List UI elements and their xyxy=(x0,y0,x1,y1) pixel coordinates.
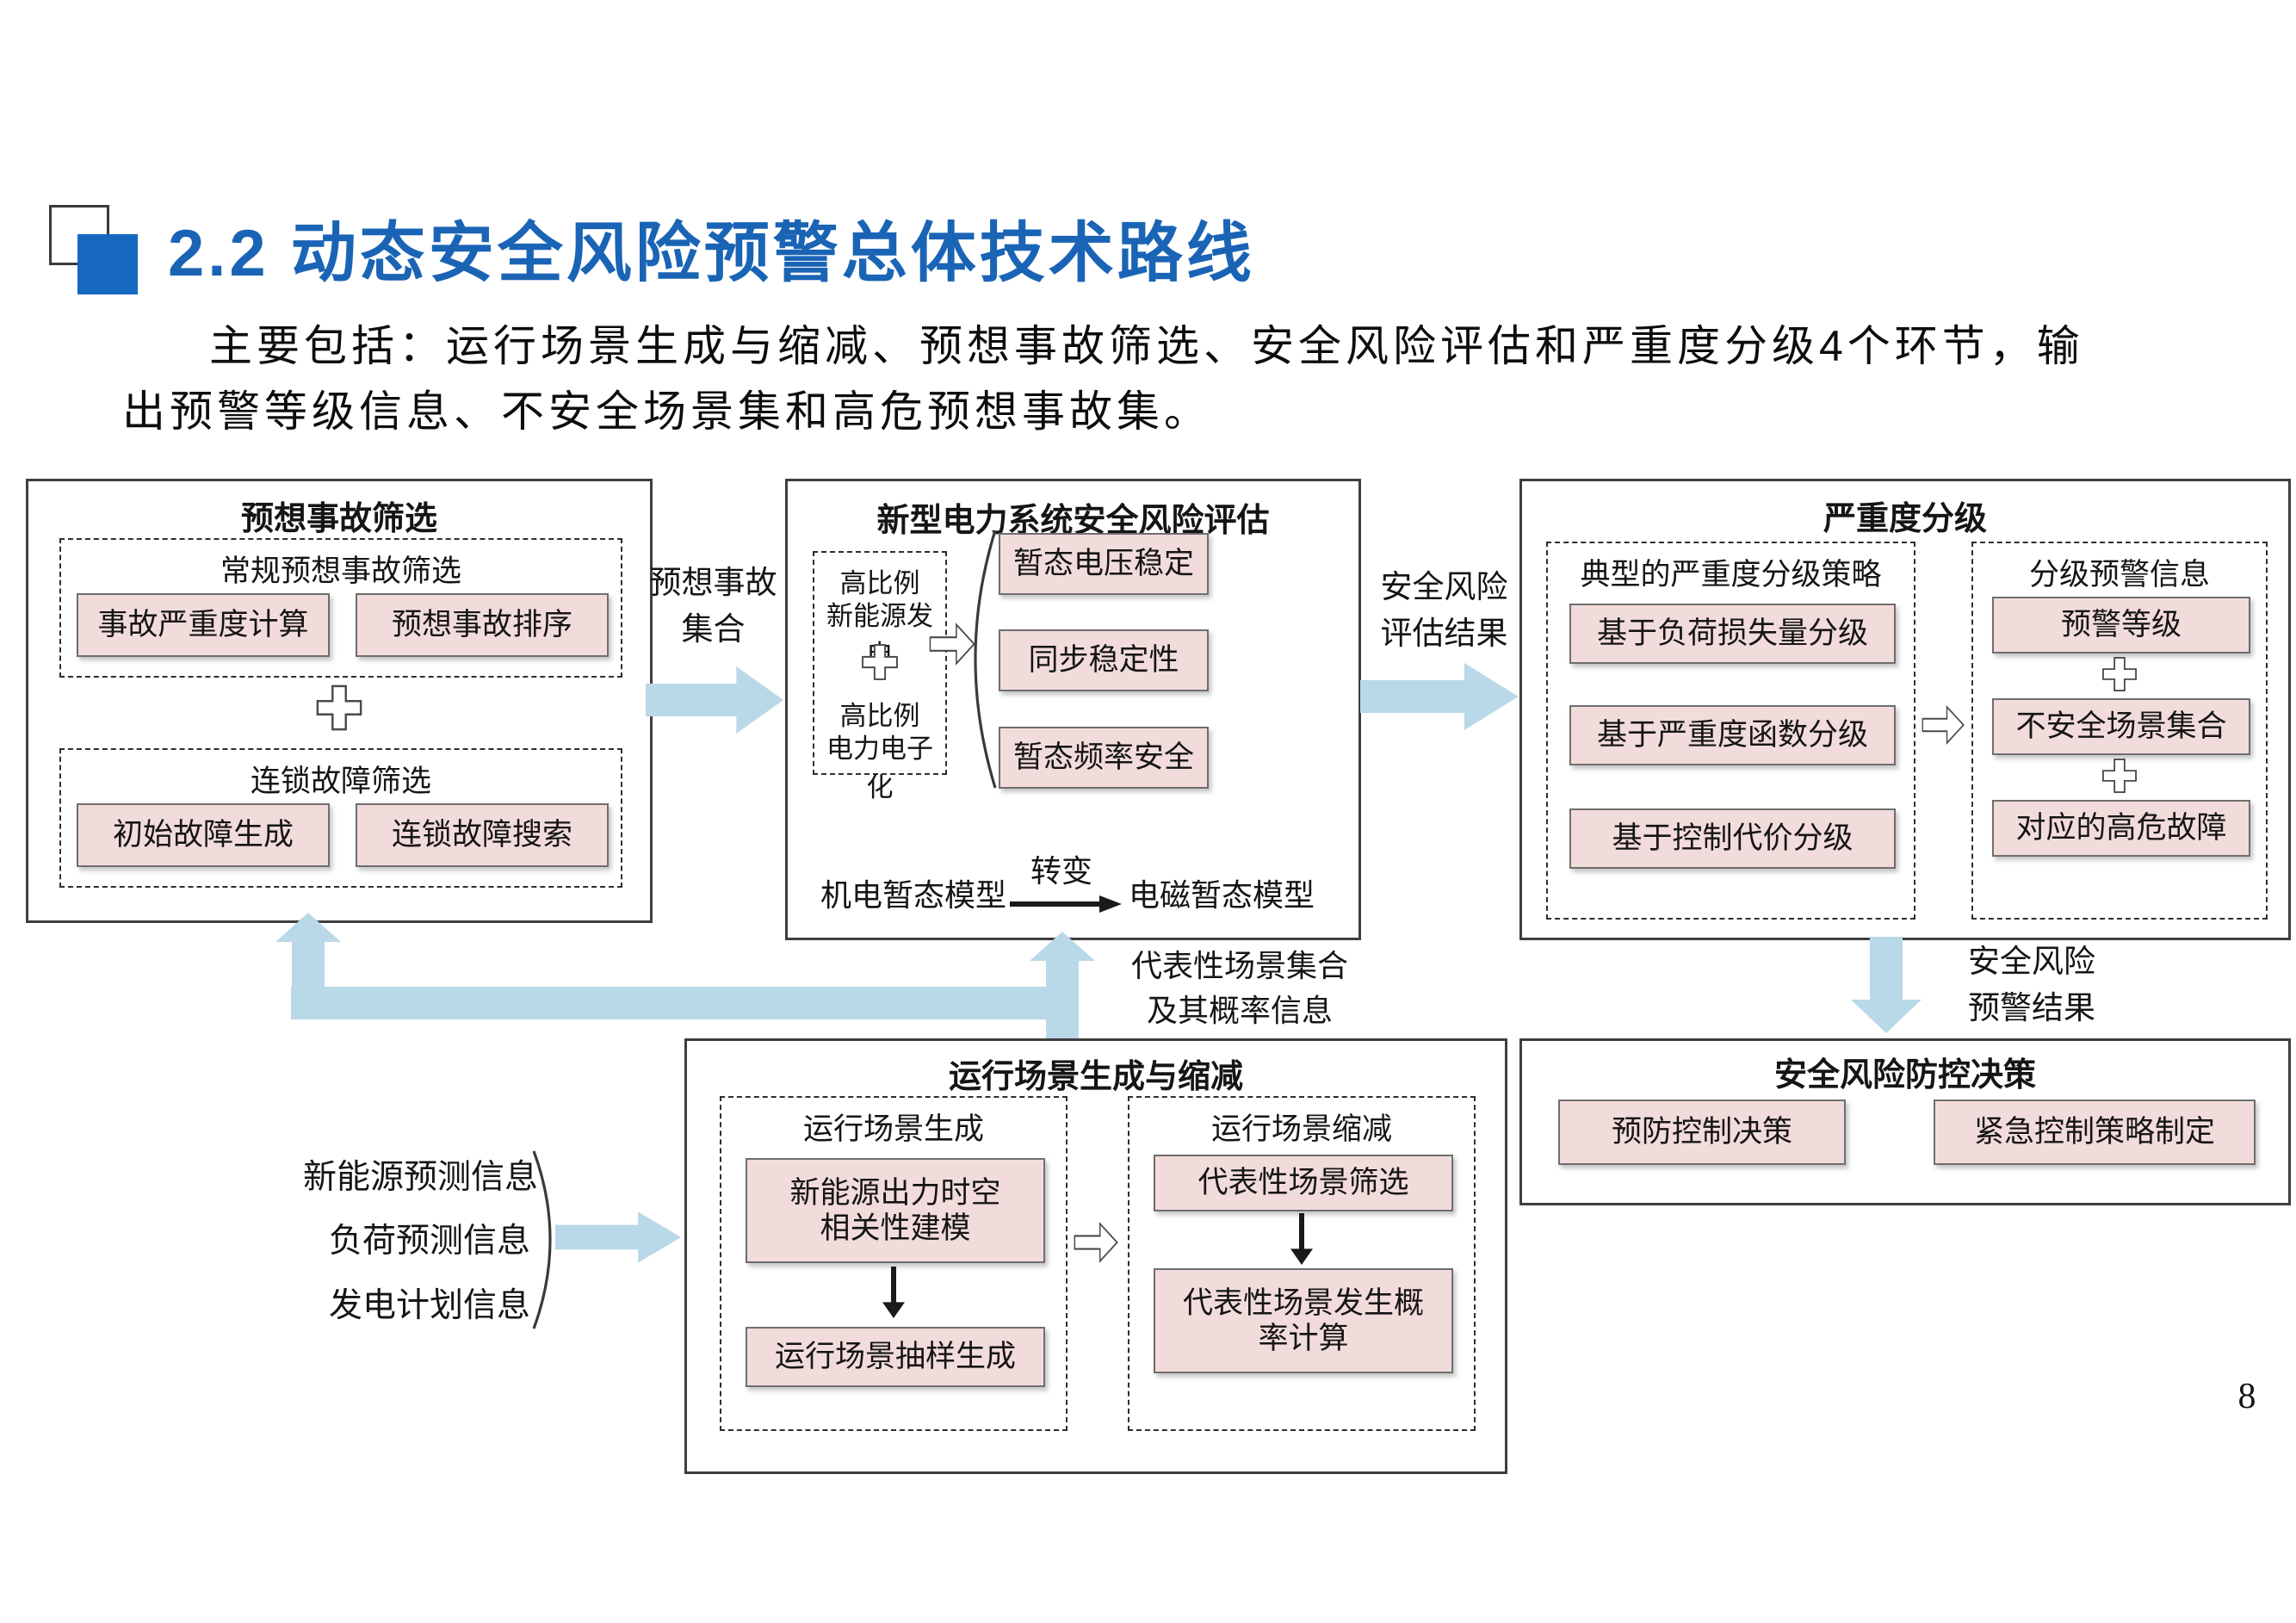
scenario-reduction-group: 运行场景缩减 代表性场景筛选 代表性场景发生概 率计算 xyxy=(1128,1096,1476,1431)
label-line: 预警结果 xyxy=(1968,989,2095,1025)
university-logo: 1901 山东大学 SHANDONG UNIVERSITY xyxy=(1881,189,2286,314)
item-transient-frequency-security: 暂态频率安全 xyxy=(999,727,1209,789)
plus-icon xyxy=(2102,759,2137,793)
item-line: 新能源出力时空 xyxy=(789,1175,1001,1210)
slide-subtitle-line2: 出预警等级信息、不安全场景集和高危预想事故集。 xyxy=(122,387,1211,436)
cascading-screening-group: 连锁故障筛选 初始故障生成 连锁故障搜索 xyxy=(59,748,622,888)
down-arrow-icon xyxy=(1290,1213,1313,1265)
label-line: 评估结果 xyxy=(1380,615,1508,651)
item-transient-voltage-stability: 暂态电压稳定 xyxy=(999,533,1209,595)
conventional-screening-group: 常规预想事故筛选 事故严重度计算 预想事故排序 xyxy=(59,538,622,678)
item-scenario-sampling-generation: 运行场景抽样生成 xyxy=(746,1327,1045,1387)
box-risk-control-decision: 安全风险防控决策 预防控制决策 紧急控制策略制定 xyxy=(1519,1038,2291,1205)
transition-arrow-icon xyxy=(1010,895,1122,913)
hollow-arrow-icon xyxy=(1074,1222,1118,1263)
item-warning-level: 预警等级 xyxy=(1992,597,2250,654)
label-line: 安全风险 xyxy=(1968,944,2095,979)
graded-warning-info-group: 分级预警信息 预警等级 不安全场景集合 对应的高危故障 xyxy=(1971,542,2268,920)
label-renewable-forecast: 新能源预测信息 xyxy=(303,1159,539,1196)
hollow-arrow-icon xyxy=(929,623,975,666)
arrow-assessment-result xyxy=(1360,663,1519,730)
label-contingency-set: 预想事故 集合 xyxy=(634,560,793,652)
box-scenario-generation-reduction: 运行场景生成与缩减 运行场景生成 新能源出力时空 相关性建模 运行场景抽样生成 … xyxy=(684,1038,1507,1474)
title-bullet-icon xyxy=(49,205,144,300)
factor-power-electronics-line1: 高比例 xyxy=(839,701,920,731)
plus-icon xyxy=(862,644,898,680)
item-high-risk-faults: 对应的高危故障 xyxy=(1992,800,2250,857)
high-ratio-factors-group: 高比例 新能源发电 高比例 电力电子化 xyxy=(813,551,947,802)
box-title: 预想事故筛选 xyxy=(240,501,437,537)
group-title: 常规预想事故筛选 xyxy=(220,554,461,588)
label-line: 预想事故 xyxy=(649,565,777,600)
box-title: 安全风险防控决策 xyxy=(1773,1057,2036,1093)
factor-renewables-line1: 高比例 xyxy=(839,568,920,598)
label-line: 及其概率信息 xyxy=(1146,993,1333,1029)
label-electromechanical-model: 机电暂态模型 xyxy=(820,877,1007,913)
label-line: 集合 xyxy=(681,610,746,647)
grading-strategies-group: 典型的严重度分级策略 基于负荷损失量分级 基于严重度函数分级 基于控制代价分级 xyxy=(1546,542,1915,920)
item-line: 相关性建模 xyxy=(820,1211,971,1245)
box-risk-assessment: 新型电力系统安全风险评估 高比例 新能源发电 高比例 电力电子化 暂态电压稳定 … xyxy=(785,479,1361,940)
label-line: 代表性场景集合 xyxy=(1130,948,1348,983)
item-representative-scenario-probability: 代表性场景发生概 率计算 xyxy=(1154,1268,1453,1373)
box-title: 运行场景生成与缩减 xyxy=(948,1059,1243,1095)
item-preventive-control-decision: 预防控制决策 xyxy=(1558,1100,1846,1165)
group-title: 运行场景缩减 xyxy=(1210,1112,1392,1146)
item-accident-severity-calc: 事故严重度计算 xyxy=(77,593,330,657)
arrow-contingency-set xyxy=(646,666,783,734)
label-line: 安全风险 xyxy=(1380,569,1508,604)
box-severity-grading: 严重度分级 典型的严重度分级策略 基于负荷损失量分级 基于严重度函数分级 基于控… xyxy=(1519,479,2291,940)
slide-subtitle-line1: 主要包括：运行场景生成与缩减、预想事故筛选、安全风险评估和严重度分级4个环节，输 xyxy=(209,322,2084,370)
brace-icon xyxy=(532,1150,552,1329)
group-title: 典型的严重度分级策略 xyxy=(1580,558,1882,592)
label-scenario-set: 代表性场景集合 及其概率信息 xyxy=(1106,944,1373,1033)
hollow-arrow-icon xyxy=(1922,704,1965,746)
group-title: 连锁故障筛选 xyxy=(250,765,431,798)
box-contingency-screening: 预想事故筛选 常规预想事故筛选 事故严重度计算 预想事故排序 连锁故障筛选 初始… xyxy=(26,479,653,923)
plus-icon xyxy=(2102,657,2137,691)
plus-icon xyxy=(316,685,362,731)
arrow-scenario-feedback-up xyxy=(1030,932,1095,1038)
box-title: 严重度分级 xyxy=(1823,501,1987,537)
factor-power-electronics-line2: 电力电子化 xyxy=(826,734,933,802)
item-representative-scenario-screening: 代表性场景筛选 xyxy=(1154,1155,1453,1211)
page-number: 8 xyxy=(2237,1377,2256,1416)
label-transition: 转变 xyxy=(1030,853,1093,889)
item-renewable-spatiotemporal-modeling: 新能源出力时空 相关性建模 xyxy=(746,1158,1045,1263)
brace-icon xyxy=(974,530,997,789)
label-warning-result: 安全风险 预警结果 xyxy=(1933,938,2131,1031)
item-emergency-control-strategy: 紧急控制策略制定 xyxy=(1934,1100,2256,1165)
item-cascading-fault-search: 连锁故障搜索 xyxy=(356,803,609,867)
item-control-cost-grading: 基于控制代价分级 xyxy=(1569,808,1896,869)
down-arrow-icon xyxy=(882,1267,905,1318)
arrow-scenario-feedback-left xyxy=(275,913,341,1019)
arrow-warning-result xyxy=(1851,937,1922,1033)
item-unsafe-scenario-set: 不安全场景集合 xyxy=(1992,698,2250,755)
group-title: 运行场景生成 xyxy=(802,1112,984,1146)
arrow-input xyxy=(555,1211,682,1263)
item-load-loss-grading: 基于负荷损失量分级 xyxy=(1569,604,1896,664)
item-line: 率计算 xyxy=(1258,1322,1349,1355)
item-synchronous-stability: 同步稳定性 xyxy=(999,629,1209,691)
item-initial-fault-generation: 初始故障生成 xyxy=(77,803,330,867)
page-title: 2.2 动态安全风险预警总体技术路线 xyxy=(168,217,1255,290)
label-electromagnetic-model: 电磁暂态模型 xyxy=(1129,877,1315,913)
item-contingency-ranking: 预想事故排序 xyxy=(356,593,609,657)
label-load-forecast: 负荷预测信息 xyxy=(329,1223,531,1260)
item-severity-function-grading: 基于严重度函数分级 xyxy=(1569,705,1896,765)
scenario-generation-group: 运行场景生成 新能源出力时空 相关性建模 运行场景抽样生成 xyxy=(720,1096,1068,1431)
label-assessment-result: 安全风险 评估结果 xyxy=(1360,564,1528,656)
item-line: 代表性场景发生概 xyxy=(1182,1285,1424,1320)
label-generation-plan: 发电计划信息 xyxy=(329,1287,531,1324)
group-title: 分级预警信息 xyxy=(2028,558,2210,592)
arrow-scenario-feedback-bar xyxy=(291,987,1049,1019)
